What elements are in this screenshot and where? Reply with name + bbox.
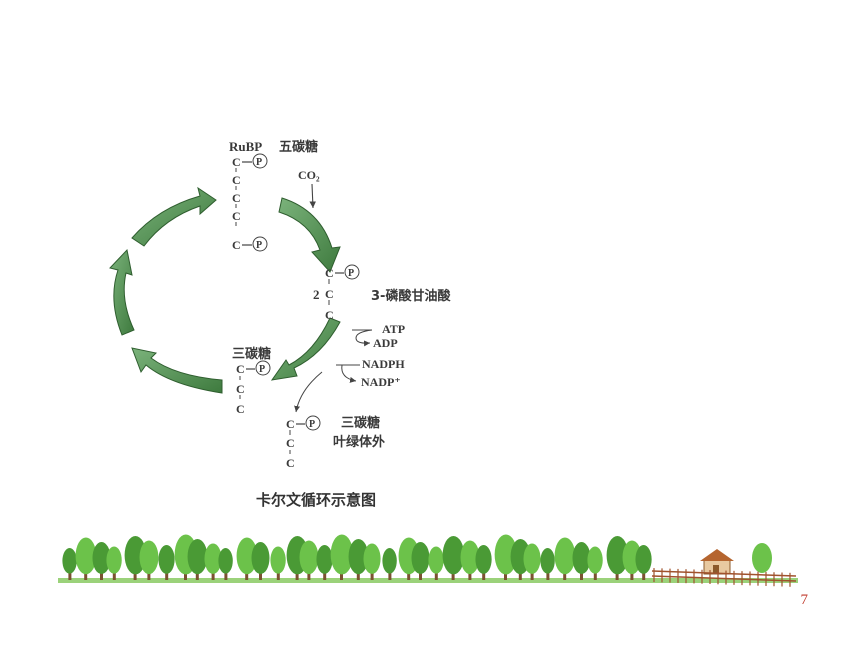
tree-icon bbox=[139, 540, 159, 580]
rubp-structure: RuBP 五碳糖 C P C C C C P bbox=[229, 139, 318, 252]
rubp-name: 五碳糖 bbox=[279, 139, 318, 155]
page-number: 7 bbox=[800, 592, 809, 608]
tree-icon bbox=[330, 534, 354, 580]
pga-phosphate: P bbox=[348, 268, 354, 279]
tree-icon bbox=[460, 540, 480, 580]
tree-icon bbox=[382, 548, 397, 580]
diagram-caption: 卡尔文循环示意图 bbox=[256, 491, 376, 509]
nadph-label: NADPH bbox=[362, 357, 405, 371]
tree-icon bbox=[411, 542, 430, 580]
tree-icon bbox=[316, 545, 333, 580]
cycle-arrows bbox=[109, 186, 341, 394]
energy-carriers: ATP ADP NADPH NADP⁺ bbox=[336, 322, 405, 389]
arrow-triose-to-left bbox=[131, 347, 223, 394]
rubp-c1: C bbox=[232, 155, 241, 169]
export-arrow bbox=[294, 371, 323, 413]
tree-icon bbox=[106, 546, 122, 580]
pga-c3: C bbox=[325, 308, 334, 322]
tree-icon bbox=[299, 540, 319, 580]
rubp-c2: C bbox=[232, 173, 241, 187]
arrow-left-to-rubp bbox=[131, 186, 217, 247]
co2-arrow bbox=[309, 183, 317, 209]
triose-outer-structure: C P C C 三碳糖 叶绿体外 bbox=[286, 415, 385, 470]
tree-icon bbox=[494, 534, 518, 580]
tree-icon bbox=[92, 542, 111, 580]
triose-inner-c3: C bbox=[236, 402, 245, 416]
tree-icon bbox=[428, 546, 444, 580]
tree-icon bbox=[218, 548, 233, 580]
triose-outer-c2: C bbox=[286, 436, 295, 450]
triose-inner-phosphate: P bbox=[259, 364, 265, 375]
atp-label: ATP bbox=[382, 322, 405, 336]
pga-coefficient: 2 bbox=[313, 287, 320, 302]
rubp-phosphate-top: P bbox=[256, 157, 262, 168]
farmhouse-icon bbox=[700, 549, 734, 575]
triose-outer-c1: C bbox=[286, 417, 295, 431]
co2-label: CO₂ bbox=[298, 168, 320, 182]
pga-structure: C P 2 C C 3-磷酸甘油酸 bbox=[313, 264, 451, 322]
rubp-c4: C bbox=[232, 209, 241, 223]
tree-icon bbox=[442, 536, 465, 580]
tree-icon bbox=[540, 548, 555, 580]
tree-icon bbox=[75, 537, 97, 580]
tree-icon bbox=[158, 545, 175, 580]
triose-outer-location: 叶绿体外 bbox=[333, 434, 385, 450]
tree-icon bbox=[363, 543, 381, 580]
tree-icon bbox=[523, 543, 541, 580]
tree-icon bbox=[572, 542, 591, 580]
triose-inner-structure: 三碳糖 C P C C bbox=[232, 346, 271, 416]
tree-icon bbox=[587, 546, 603, 580]
triose-outer-phosphate: P bbox=[309, 419, 315, 430]
fence-icon bbox=[651, 568, 797, 587]
triose-outer-c3: C bbox=[286, 456, 295, 470]
co2-input: CO₂ bbox=[298, 168, 320, 209]
triose-inner-c2: C bbox=[236, 382, 245, 396]
tree-icon bbox=[204, 543, 222, 580]
tree-icon bbox=[554, 537, 576, 580]
tree-icon bbox=[348, 539, 369, 580]
tree-icon bbox=[606, 536, 629, 580]
nadp-label: NADP⁺ bbox=[361, 375, 401, 389]
arrow-left-side bbox=[109, 248, 135, 336]
arrow-pga-to-triose bbox=[270, 317, 341, 381]
tree-icon bbox=[251, 542, 270, 580]
triose-outer-name: 三碳糖 bbox=[341, 415, 380, 431]
tree-icon bbox=[187, 539, 208, 580]
rubp-c3: C bbox=[232, 191, 241, 205]
pga-name: 3-磷酸甘油酸 bbox=[371, 288, 451, 304]
nadph-nadp-arrow bbox=[341, 364, 357, 383]
atp-adp-arrow bbox=[355, 329, 373, 347]
tree-icon bbox=[475, 545, 492, 580]
tree-icon bbox=[62, 548, 77, 580]
triose-inner-c1: C bbox=[236, 362, 245, 376]
tree-icon bbox=[635, 545, 652, 580]
tree-icon bbox=[236, 537, 258, 580]
rubp-phosphate-bottom: P bbox=[256, 240, 262, 251]
rubp-c5: C bbox=[232, 238, 241, 252]
pga-c2: C bbox=[325, 287, 334, 301]
tree-icon bbox=[270, 546, 286, 580]
tree-icon bbox=[752, 543, 772, 573]
rubp-label: RuBP bbox=[229, 139, 262, 154]
tree-border-decoration bbox=[58, 534, 798, 587]
arrow-rubp-to-pga bbox=[278, 197, 341, 273]
triose-inner-name: 三碳糖 bbox=[232, 346, 271, 362]
pga-c1: C bbox=[325, 266, 334, 280]
adp-label: ADP bbox=[373, 336, 398, 350]
